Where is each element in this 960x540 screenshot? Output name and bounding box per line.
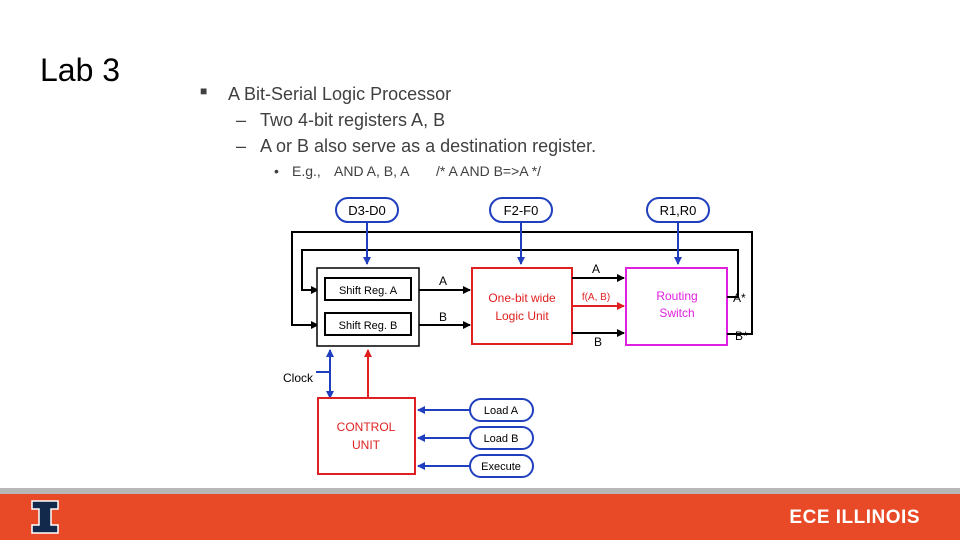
register-outputs	[419, 286, 471, 329]
signal-f: f(A, B)	[582, 292, 610, 303]
input-d: D3-D0	[335, 197, 399, 265]
shift-register-block: Shift Reg. A Shift Reg. B	[316, 267, 420, 347]
bullet-sub-1-text: Two 4-bit registers A, B	[260, 110, 446, 130]
example-instruction: AND A, B, A	[334, 163, 410, 179]
execute-label: Execute	[481, 461, 521, 473]
shift-reg-a: Shift Reg. A	[339, 285, 398, 297]
signal-b-in: B	[439, 310, 447, 324]
block-i-logo-icon	[31, 500, 59, 534]
control-unit: CONTROL UNIT	[317, 397, 416, 475]
logic-unit: One-bit wide Logic Unit	[471, 267, 573, 345]
routing-switch-line-2: Switch	[659, 306, 694, 320]
input-f-label: F2-F0	[504, 203, 539, 218]
control-input-load-b: Load B	[417, 426, 534, 450]
example-comment: /* A AND B=>A */	[436, 163, 542, 179]
clock-label: Clock	[283, 371, 314, 385]
logic-unit-line-1: One-bit wide	[488, 291, 556, 305]
shift-reg-b: Shift Reg. B	[339, 320, 398, 332]
logic-unit-line-2: Logic Unit	[495, 309, 549, 323]
footer-divider	[0, 488, 960, 494]
control-input-execute: Execute	[417, 454, 534, 478]
input-f: F2-F0	[489, 197, 553, 265]
signal-b-out: B	[594, 335, 602, 349]
control-input-load-a: Load A	[417, 398, 534, 422]
footer-bar: ECE ILLINOIS	[0, 494, 960, 540]
slide-title: Lab 3	[40, 52, 121, 88]
example-label: E.g.,	[292, 163, 321, 179]
clock-signal: Clock	[283, 349, 334, 399]
footer-brand: ECE ILLINOIS	[789, 507, 920, 528]
signal-a-out: A	[592, 262, 600, 276]
bullet-sub-2-text: A or B also serve as a destination regis…	[260, 136, 597, 156]
load-a-label: Load A	[484, 405, 519, 417]
bullet-main-text: A Bit-Serial Logic Processor	[228, 84, 452, 104]
routing-switch-line-1: Routing	[656, 289, 697, 303]
control-unit-line-2: UNIT	[352, 438, 381, 452]
signal-a-star: A*	[733, 291, 746, 305]
input-d-label: D3-D0	[348, 203, 386, 218]
routing-switch: Routing Switch	[625, 267, 728, 346]
signal-b-star: B*	[735, 329, 748, 343]
control-unit-line-1: CONTROL	[337, 420, 396, 434]
load-b-label: Load B	[484, 433, 519, 445]
input-r-label: R1,R0	[660, 203, 697, 218]
signal-a-in: A	[439, 274, 447, 288]
input-r: R1,R0	[646, 197, 710, 265]
